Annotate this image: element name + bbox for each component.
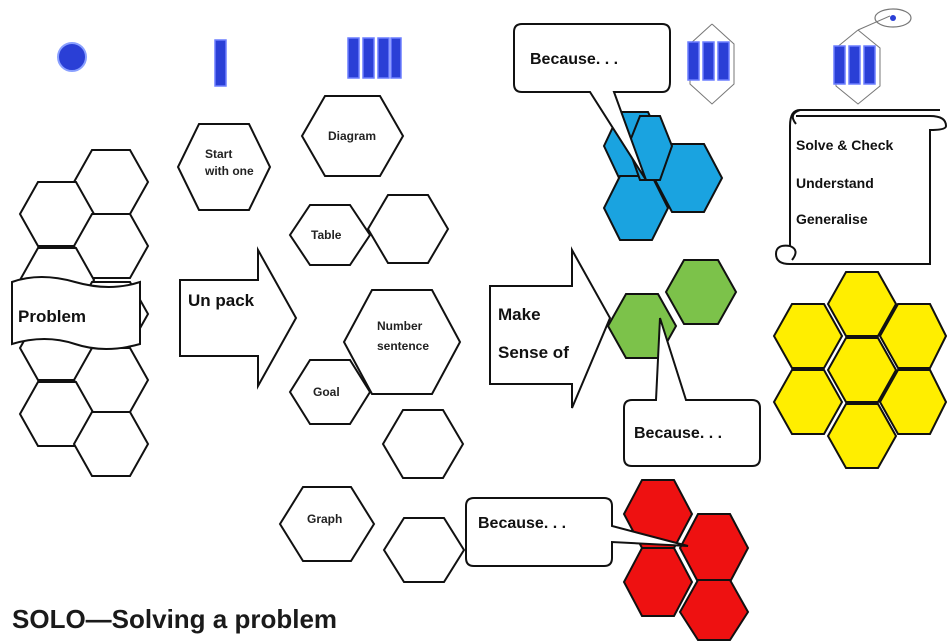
unistructural-bar-icon [214,39,227,87]
make-sense-arrow: Make Sense of [489,246,612,409]
number-sentence-hexagon: Number sentence [342,289,462,395]
make-sense-line2: Sense of [498,343,569,362]
red-hexagon-cluster [622,479,750,641]
goal-label: Goal [313,385,340,399]
make-sense-line1: Make [498,305,541,324]
scroll-line2: Understand [796,175,874,191]
extended-abstract-scroll: Solve & Check Understand Generalise [774,109,947,265]
diagram-hexagon: Diagram [300,95,405,177]
number-label-line2: sentence [377,339,429,353]
page-title: SOLO—Solving a problem [12,604,337,634]
empty-hexagon-1 [366,194,450,264]
because-bubble-top: Because. . . [513,23,671,181]
problem-banner: Problem [11,276,141,350]
number-label-line1: Number [377,319,423,333]
empty-hexagon-2 [381,409,465,479]
problem-label: Problem [18,307,86,326]
start-label-line2: with one [204,164,254,178]
because-top-label: Because. . . [530,51,618,68]
start-label-line1: Start [205,147,232,161]
empty-hexagon-3 [382,517,466,583]
because-bottom-label: Because. . . [478,515,566,532]
diagram-label: Diagram [328,129,376,143]
because-bubble-middle: Because. . . [623,317,761,467]
table-label: Table [311,228,342,242]
table-hexagon: Table [288,204,372,266]
multistructural-bars-icon [347,37,402,79]
prestructural-dot-icon [57,42,87,72]
graph-hexagon: Graph [278,486,376,562]
because-bubble-bottom: Because. . . [465,497,689,567]
green-hexagon-cluster [606,259,738,359]
unpack-label: Un pack [188,291,255,310]
start-with-one-hexagon: Start with one [176,123,272,211]
goal-hexagon: Goal [288,359,372,425]
scroll-line3: Generalise [796,211,868,227]
yellow-hexagon-cluster [772,271,947,469]
unpack-arrow: Un pack [179,246,298,390]
extended-abstract-bars-icon [833,8,912,105]
because-middle-label: Because. . . [634,425,722,442]
graph-label: Graph [307,512,342,526]
scroll-line1: Solve & Check [796,137,893,153]
relational-bars-icon [687,23,735,105]
